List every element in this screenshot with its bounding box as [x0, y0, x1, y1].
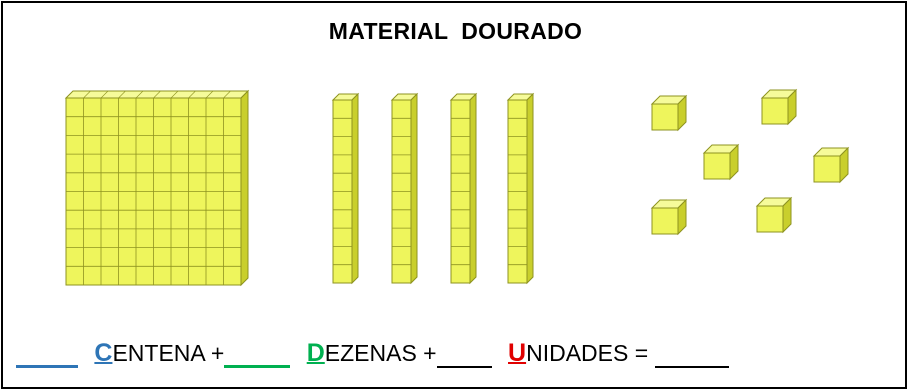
dezenas-label: EZENAS + — [324, 340, 437, 366]
dezena-rods — [331, 92, 535, 285]
centena-label: ENTENA + — [112, 340, 225, 366]
unidades-initial: U — [508, 339, 527, 367]
dezenas-blank[interactable] — [224, 338, 291, 368]
unidade-cube — [755, 196, 793, 234]
dezena-rod — [449, 92, 478, 285]
unidade-cube — [650, 94, 688, 132]
page-title: MATERIAL DOURADO — [328, 18, 583, 44]
formula-line: CENTENA + DEZENAS + UNIDADES = — [16, 338, 729, 368]
unidades-blank[interactable] — [436, 339, 492, 368]
dezena-rod — [506, 92, 535, 285]
centena-blank[interactable] — [16, 338, 78, 368]
unidade-cube — [812, 146, 850, 184]
dezena-rod — [331, 92, 360, 285]
centena-plate — [64, 89, 250, 287]
unidade-cubes — [650, 88, 850, 236]
dezena-rod — [390, 92, 419, 285]
dezenas-initial: D — [306, 339, 325, 367]
unidade-cube — [760, 88, 798, 126]
unidade-cube — [650, 198, 688, 236]
total-blank[interactable] — [654, 339, 729, 368]
unidades-label: NIDADES = — [526, 340, 649, 366]
centena-initial: C — [94, 339, 113, 367]
unidade-cube — [702, 143, 740, 181]
